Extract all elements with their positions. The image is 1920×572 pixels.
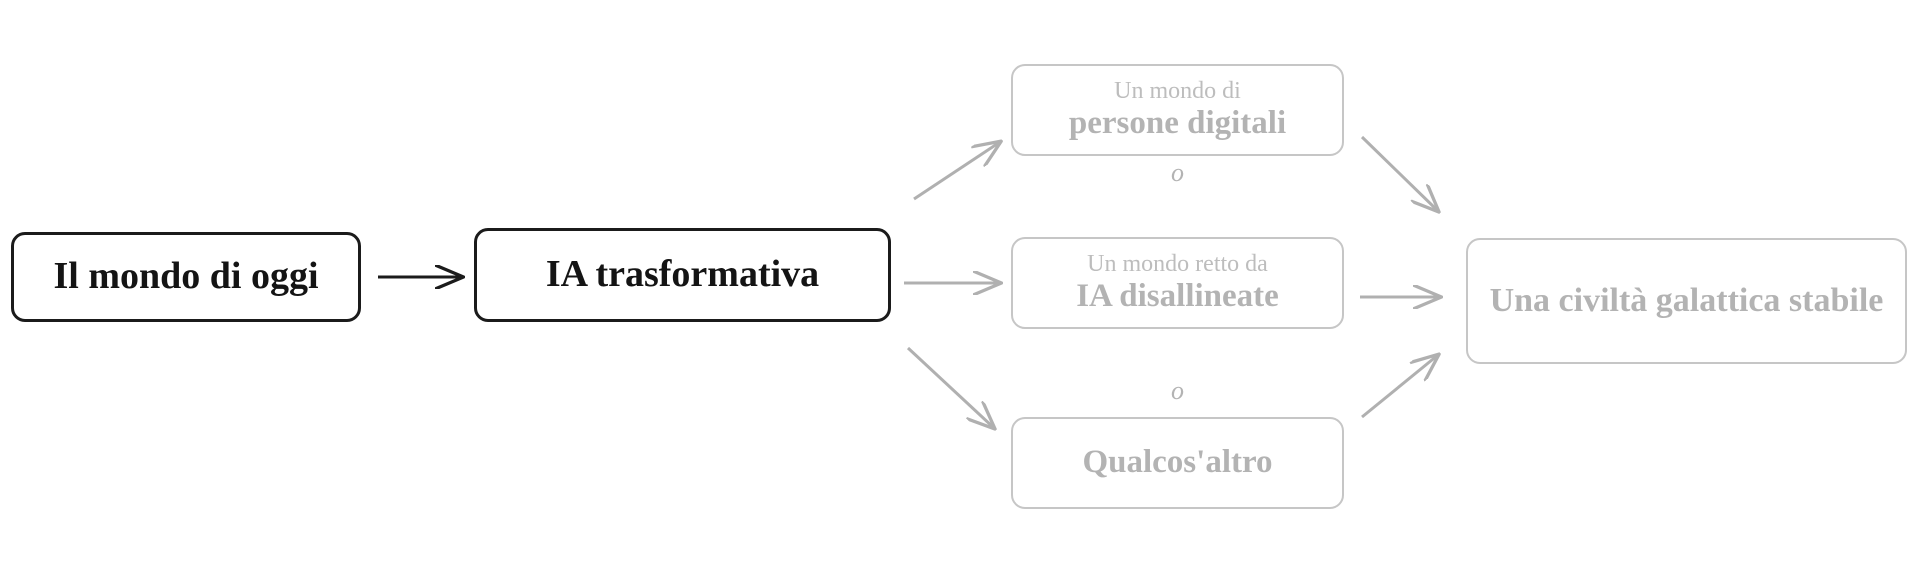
node-galactic-civilization-label: Una civiltà galattica stabile <box>1489 282 1884 320</box>
node-today: Il mondo di oggi <box>11 232 361 322</box>
node-today-label: Il mondo di oggi <box>53 255 319 298</box>
arrow-ai-to-digital-people <box>913 142 1000 201</box>
arrow-something-else-to-galactic <box>1361 355 1438 419</box>
arrow-ai-to-something-else <box>906 346 994 428</box>
node-something-else-label: Qualcos'altro <box>1082 444 1273 481</box>
node-misaligned-ai-label: IA disallineate <box>1076 277 1279 314</box>
arrow-digital-people-to-galactic <box>1360 135 1438 211</box>
node-something-else: Qualcos'altro <box>1011 417 1344 509</box>
node-misaligned-ai: Un mondo retto da IA disallineate <box>1011 237 1344 329</box>
node-transformative-ai-label: IA trasformativa <box>545 253 820 296</box>
separator-or-second: o <box>1171 376 1184 405</box>
separator-or-first: o <box>1171 158 1184 187</box>
node-transformative-ai: IA trasformativa <box>474 228 891 322</box>
node-digital-people-label: persone digitali <box>1068 104 1287 141</box>
node-galactic-civilization: Una civiltà galattica stabile <box>1466 238 1907 364</box>
node-digital-people-sublabel: Un mondo di <box>1114 77 1241 104</box>
node-misaligned-ai-sublabel: Un mondo retto da <box>1087 250 1268 277</box>
node-digital-people: Un mondo di persone digitali <box>1011 64 1344 156</box>
